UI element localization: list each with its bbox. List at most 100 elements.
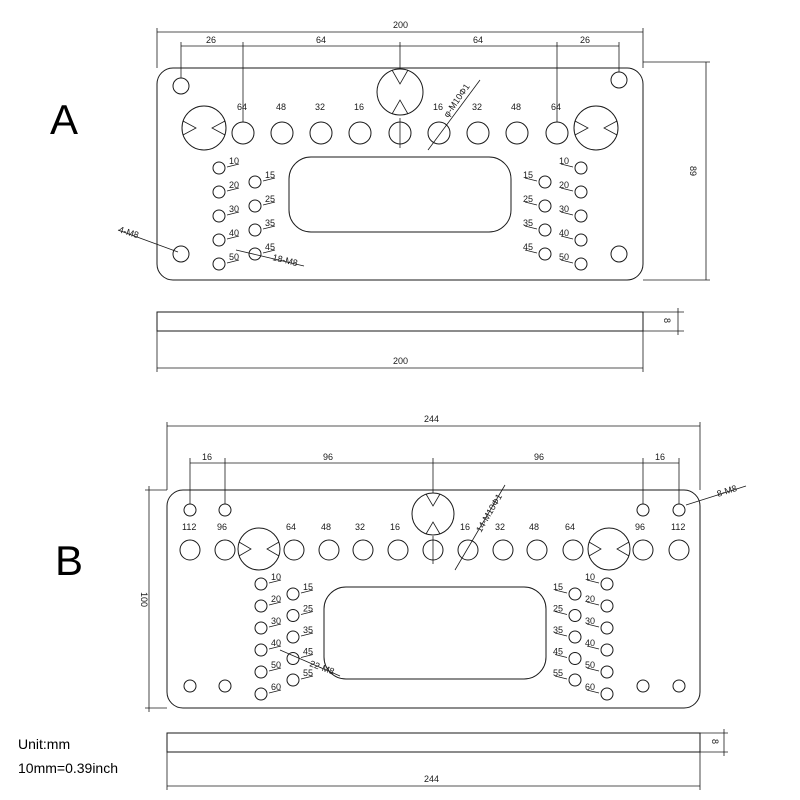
scale-hole	[538, 199, 552, 213]
scale-label: 35	[553, 625, 563, 635]
panel-a-drawing: 200 26 64 64 26 89	[117, 20, 710, 372]
scale-hole	[568, 652, 582, 665]
scale-hole	[568, 609, 582, 622]
hole	[270, 121, 294, 145]
scale-hole	[248, 175, 262, 189]
scale-hole	[574, 185, 588, 199]
scale-hole	[248, 247, 262, 261]
scale-hole	[538, 223, 552, 237]
scale-label: 20	[585, 594, 595, 604]
scale-label: 35	[303, 625, 313, 635]
scale-hole	[286, 673, 300, 687]
scale-label: 30	[271, 616, 281, 626]
scale-label: 15	[553, 582, 563, 592]
scale-label: 25	[523, 194, 533, 204]
hole-label: 32	[472, 102, 482, 112]
panel-b-bottom-width-dim: 244	[424, 774, 439, 784]
scale-label: 50	[229, 252, 239, 262]
scale-hole	[248, 199, 262, 213]
panel-a-callout-18m8: 18-M8	[272, 252, 299, 268]
scale-hole	[286, 587, 300, 601]
hole-label: 32	[355, 522, 365, 532]
scale-label: 50	[271, 660, 281, 670]
scale-label: 20	[559, 180, 569, 190]
panel-b-scales: 1020304050601525354555152535455510203040…	[254, 572, 614, 701]
panel-a-left-big-hole	[181, 105, 227, 151]
hole-label: 48	[529, 522, 539, 532]
hole-label: 16	[433, 102, 443, 112]
panel-b-dim-96-left: 96	[323, 452, 333, 462]
panel-a-top-center-hole	[376, 68, 424, 116]
hole-label: 32	[315, 102, 325, 112]
scale-hole	[568, 673, 582, 687]
scale-label: 25	[303, 604, 313, 614]
scale-hole	[600, 687, 614, 701]
hole-label: 32	[495, 522, 505, 532]
scale-label: 10	[271, 572, 281, 582]
panel-b-width-dim: 244	[424, 414, 439, 424]
hole	[466, 121, 490, 145]
scale-label: 20	[229, 180, 239, 190]
scale-label: 45	[265, 242, 275, 252]
hole-label: 48	[321, 522, 331, 532]
hole	[545, 121, 569, 145]
scale-label: 30	[559, 204, 569, 214]
scale-hole	[254, 665, 268, 679]
scale-hole	[254, 643, 268, 657]
hole	[214, 539, 236, 561]
scale-hole	[600, 577, 614, 591]
scale-label: 10	[229, 156, 239, 166]
scale-label: 15	[265, 170, 275, 180]
scale-hole	[538, 175, 552, 189]
scale-hole	[574, 233, 588, 247]
scale-label: 15	[303, 582, 313, 592]
panel-b-top-center-hole	[411, 492, 455, 536]
panel-a-callout-4m8: 4-M8	[117, 224, 140, 240]
scale-hole	[212, 257, 226, 271]
panel-b-thickness-dim: 8	[710, 739, 720, 744]
scale-label: 40	[229, 228, 239, 238]
scale-hole	[254, 599, 268, 613]
scale-hole	[574, 257, 588, 271]
panel-a-dim-26-left: 26	[206, 35, 216, 45]
hole	[492, 539, 514, 561]
scale-label: 35	[265, 218, 275, 228]
scale-label: 10	[585, 572, 595, 582]
panel-b-dim-16-right: 16	[655, 452, 665, 462]
panel-b-center-slot	[323, 586, 547, 680]
hole	[668, 539, 690, 561]
panel-b-dim-96-right: 96	[534, 452, 544, 462]
panel-b-callout-8m8: 8-M8	[716, 483, 739, 499]
panel-b-drawing: 244 16 96 96 16 100	[139, 414, 747, 790]
scale-hole	[248, 223, 262, 237]
hole	[526, 539, 548, 561]
scale-label: 50	[559, 252, 569, 262]
hole	[352, 539, 374, 561]
scale-label: 20	[271, 594, 281, 604]
scale-hole	[574, 209, 588, 223]
scale-label: 45	[303, 647, 313, 657]
panel-a-height-dim: 89	[688, 166, 698, 176]
scale-label: 55	[303, 668, 313, 678]
panel-b-right-big-hole	[587, 527, 631, 571]
scale-label: 30	[229, 204, 239, 214]
scale-hole	[538, 247, 552, 261]
scale-label: 25	[553, 604, 563, 614]
panel-b-plate-outline	[166, 489, 701, 709]
scale-hole	[600, 599, 614, 613]
hole-label: 64	[551, 102, 561, 112]
scale-hole	[600, 621, 614, 635]
scale-hole	[568, 587, 582, 601]
scale-label: 45	[523, 242, 533, 252]
scale-hole	[212, 209, 226, 223]
scale-hole	[254, 687, 268, 701]
scale-label: 40	[559, 228, 569, 238]
panel-a-dim-64-left: 64	[316, 35, 326, 45]
hole-label: 112	[182, 522, 196, 532]
scale-label: 40	[585, 638, 595, 648]
scale-hole	[286, 609, 300, 622]
panel-a-center-slot	[288, 156, 512, 233]
